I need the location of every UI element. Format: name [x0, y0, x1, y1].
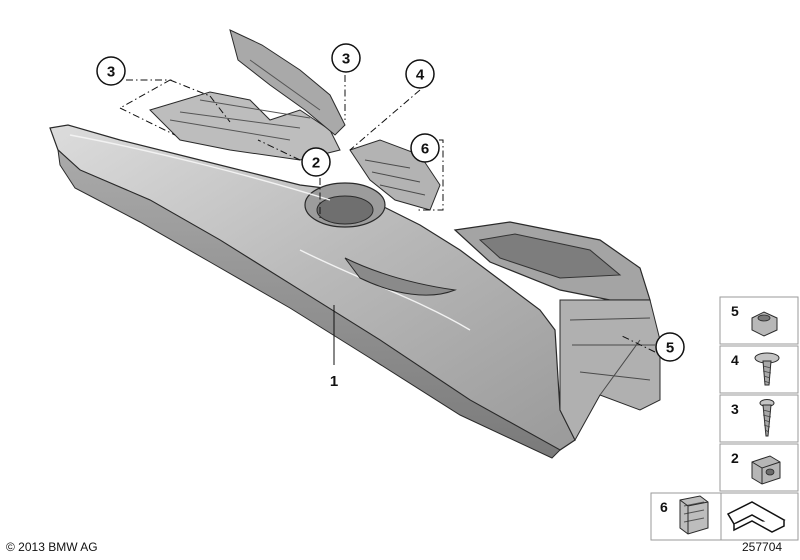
- legend-label-5: 5: [731, 303, 739, 319]
- callout-6: 6: [410, 133, 440, 163]
- leader-5: [619, 334, 656, 353]
- legend-label-2: 2: [731, 450, 739, 466]
- leader-2: [257, 139, 321, 218]
- callout-2: 2: [301, 147, 331, 177]
- legend-label-3: 3: [731, 401, 739, 417]
- legend-label-6: 6: [660, 499, 668, 515]
- callout-5: 5: [655, 332, 685, 362]
- legend-item-5: 5: [719, 296, 799, 345]
- callout-3b: 3: [331, 43, 361, 73]
- rear-frame-bracket: [229, 29, 346, 136]
- leader-6: [418, 139, 444, 211]
- gear-selector-detail: [364, 159, 426, 196]
- clip-nut-icon: [751, 455, 781, 485]
- storage-box-interior: [478, 233, 622, 279]
- console-side-panel: [57, 148, 561, 459]
- legend-item-6: 6: [650, 492, 722, 541]
- callout-4-label: 4: [416, 67, 425, 84]
- nut-icon: [751, 311, 778, 337]
- legend-item-misc: [720, 492, 799, 541]
- center-console: [49, 29, 661, 459]
- callout-6-label: 6: [421, 141, 429, 158]
- bent-strip-icon: [726, 501, 786, 533]
- cup-holder-inner: [316, 195, 374, 225]
- leader-lines: [119, 75, 656, 353]
- rear-frame-ribs: [169, 59, 321, 141]
- leader-3a: [119, 79, 211, 109]
- copyright-text: © 2013 BMW AG: [6, 540, 98, 554]
- callout-3b-label: 3: [342, 51, 350, 68]
- front-frame-ribs: [569, 317, 655, 396]
- leader-3a-lower: [119, 95, 231, 136]
- armrest-cutout: [344, 257, 457, 296]
- front-frame: [559, 299, 661, 442]
- screw-icon: [759, 399, 775, 437]
- callout-3a: 3: [96, 56, 126, 86]
- legend-item-3: 3: [719, 394, 799, 443]
- legend-item-2: 2: [719, 443, 799, 492]
- callout-1-label: 1: [330, 373, 338, 390]
- screw-washer-icon: [754, 352, 780, 386]
- callout-5-label: 5: [666, 340, 674, 357]
- diagram-number: 257704: [742, 540, 783, 554]
- clip-icon: [679, 495, 709, 535]
- callout-4: 4: [405, 59, 435, 89]
- callout-2-label: 2: [312, 155, 320, 172]
- legend: 5 4 3: [650, 296, 799, 541]
- callout-3a-label: 3: [107, 64, 115, 81]
- legend-item-4: 4: [719, 345, 799, 394]
- shell-contour: [69, 134, 471, 331]
- leader-4: [349, 89, 421, 151]
- legend-label-4: 4: [731, 352, 739, 368]
